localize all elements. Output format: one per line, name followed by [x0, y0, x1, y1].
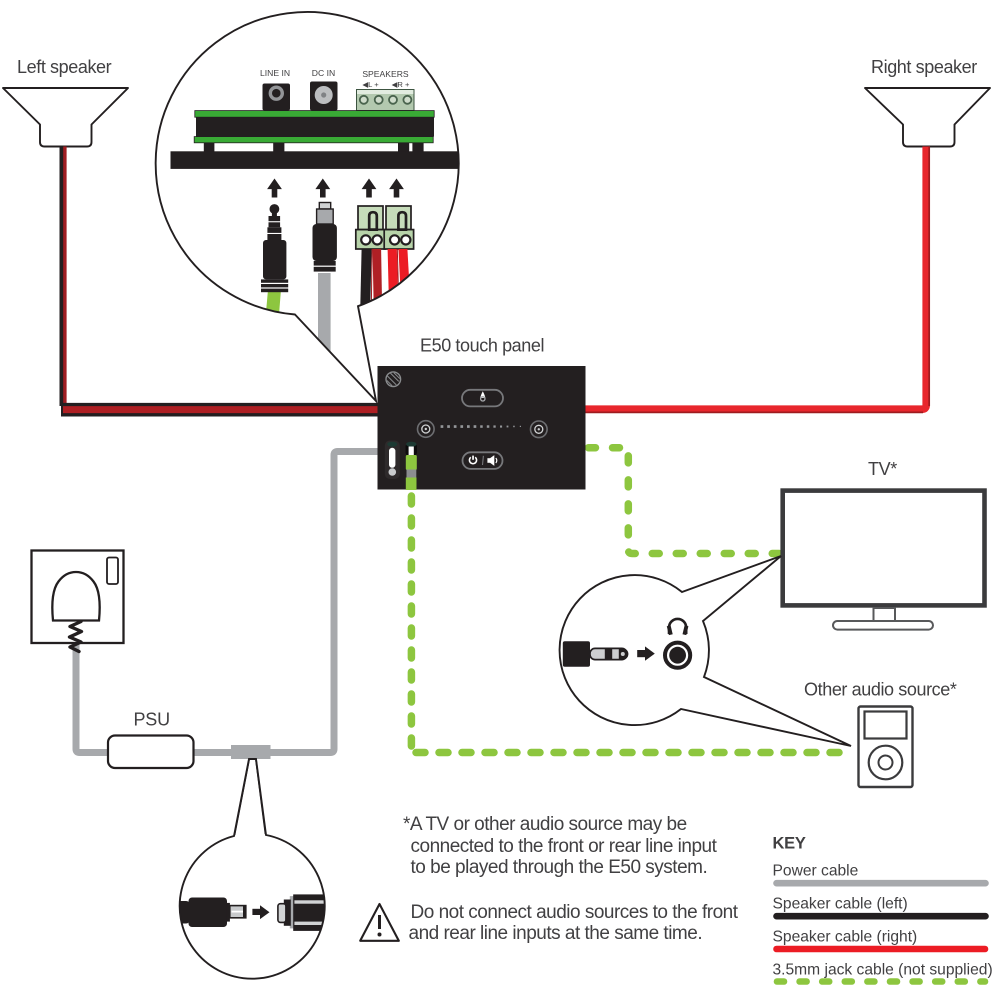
svg-text:to be played through the E50 s: to be played through the E50 system.	[411, 857, 708, 878]
svg-text:*A TV or other audio source ma: *A TV or other audio source may be	[403, 814, 687, 835]
svg-text:Speaker cable (left): Speaker cable (left)	[773, 896, 908, 913]
svg-text:◀L +: ◀L +	[362, 80, 379, 89]
svg-text:connected to the front or rear: connected to the front or rear line inpu…	[411, 836, 718, 857]
svg-text:LINE IN: LINE IN	[260, 68, 290, 78]
svg-text:Do not connect audio sources t: Do not connect audio sources to the fron…	[411, 902, 739, 923]
svg-text:Power cable: Power cable	[773, 863, 859, 880]
svg-text:Right speaker: Right speaker	[871, 57, 977, 77]
svg-text:Other audio source*: Other audio source*	[804, 680, 957, 700]
svg-text:and rear line inputs at the sa: and rear line inputs at the same time.	[409, 923, 703, 944]
svg-text:Speaker cable (right): Speaker cable (right)	[773, 929, 918, 946]
svg-text:PSU: PSU	[134, 710, 170, 730]
svg-text:3.5mm jack cable (not supplied: 3.5mm jack cable (not supplied)	[773, 962, 993, 979]
svg-text:Left speaker: Left speaker	[17, 57, 112, 77]
svg-text:SPEAKERS: SPEAKERS	[362, 69, 409, 79]
svg-text:E50 touch panel: E50 touch panel	[420, 336, 544, 356]
svg-text:◀R +: ◀R +	[392, 80, 410, 89]
svg-text:TV*: TV*	[868, 459, 897, 479]
svg-text:KEY: KEY	[773, 835, 806, 853]
svg-text:DC IN: DC IN	[312, 68, 335, 78]
